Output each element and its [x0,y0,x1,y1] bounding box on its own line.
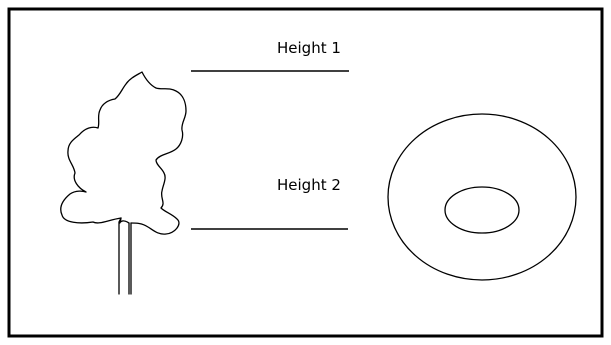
tree-icon [60,71,187,295]
diagram-frame [7,7,604,338]
inner-contour-ellipse [444,186,520,234]
outer-contour-ellipse [387,113,577,281]
tree-trunk-left [118,217,122,295]
height-2-label: Height 2 [277,176,341,194]
height-1-label: Height 1 [277,39,341,57]
contour-map-icon [387,113,577,281]
tree-canopy [60,71,187,235]
